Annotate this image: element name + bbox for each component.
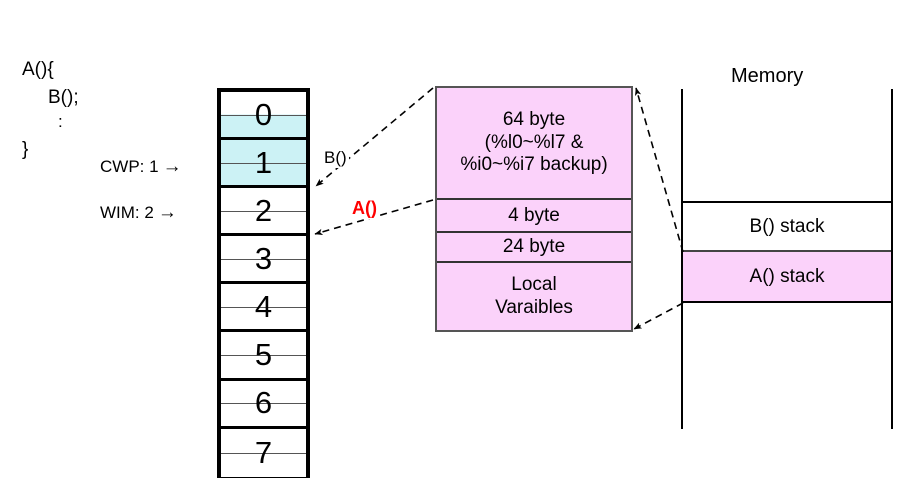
frame-segment-line: Varaibles (495, 296, 573, 318)
register-window-row: 6 (221, 380, 306, 429)
leader-a-stack-top (634, 87, 684, 253)
cwp-text: CWP: 1 (100, 157, 159, 176)
register-window-number: 1 (254, 144, 273, 180)
memory-segment-label: B() stack (749, 215, 825, 237)
frame-segment-line: (%l0~%l7 & (484, 131, 584, 153)
row-divider (221, 306, 306, 308)
register-window-number: 5 (254, 336, 273, 372)
a-call-label: A() (350, 198, 379, 219)
row-divider (221, 452, 306, 454)
register-window-row: 2 (221, 188, 306, 237)
cwp-pointer-label: CWP: 1→ (100, 157, 182, 177)
wim-pointer-label: WIM: 2→ (100, 203, 177, 223)
leader-b-call (315, 87, 434, 187)
memory-segment-b-stack: B() stack (683, 201, 891, 252)
register-window-file: 0 1 2 3 4 5 6 7 (217, 88, 310, 478)
register-window-row: 4 (221, 284, 306, 333)
register-window-number: 7 (254, 434, 273, 470)
frame-segment-local-variables: Local Varaibles (437, 263, 631, 330)
code-line-2: B(); (48, 87, 79, 108)
register-window-number: 4 (254, 288, 273, 324)
register-window-number: 6 (254, 384, 273, 420)
row-divider (221, 258, 306, 260)
register-window-row: 0 (221, 92, 306, 141)
register-window-row: 1 (221, 140, 306, 189)
code-line-1: A(){ (22, 59, 54, 80)
register-window-number: 3 (254, 240, 273, 276)
memory-column: B() stack A() stack (681, 89, 893, 429)
row-divider (221, 355, 306, 357)
memory-title: Memory (731, 65, 804, 87)
register-window-number: 2 (254, 192, 273, 228)
frame-segment-line: %i0~%i7 backup) (460, 154, 608, 176)
row-divider (221, 162, 306, 164)
register-window-row: 7 (221, 428, 306, 477)
row-divider (221, 403, 306, 405)
wim-text: WIM: 2 (100, 203, 154, 222)
frame-segment-line: 24 byte (502, 236, 566, 257)
frame-segment-24-byte: 24 byte (437, 233, 631, 263)
frame-segment-line: 4 byte (508, 204, 560, 226)
row-divider (221, 114, 306, 116)
right-arrow-icon: → (157, 202, 177, 223)
frame-segment-line: 64 byte (502, 109, 566, 131)
leader-a-stack-bottom (633, 302, 684, 330)
frame-segment-line: Local (511, 273, 557, 295)
stack-frame-detail-box: 64 byte (%l0~%l7 & %i0~%i7 backup) 4 byt… (435, 86, 633, 332)
memory-segment-a-stack: A() stack (683, 252, 891, 303)
code-line-4: } (22, 139, 29, 160)
b-call-label: B() (322, 148, 349, 168)
code-line-3: : (58, 112, 63, 131)
frame-segment-register-save: 64 byte (%l0~%l7 & %i0~%i7 backup) (437, 88, 631, 200)
register-window-row: 3 (221, 236, 306, 285)
source-code-block: A(){ B(); : } (22, 60, 79, 159)
right-arrow-icon: → (162, 156, 182, 177)
row-divider (221, 210, 306, 212)
register-window-number: 0 (254, 96, 273, 132)
memory-segment-label: A() stack (749, 265, 825, 287)
register-window-row: 5 (221, 332, 306, 381)
frame-segment-4-byte: 4 byte (437, 200, 631, 233)
